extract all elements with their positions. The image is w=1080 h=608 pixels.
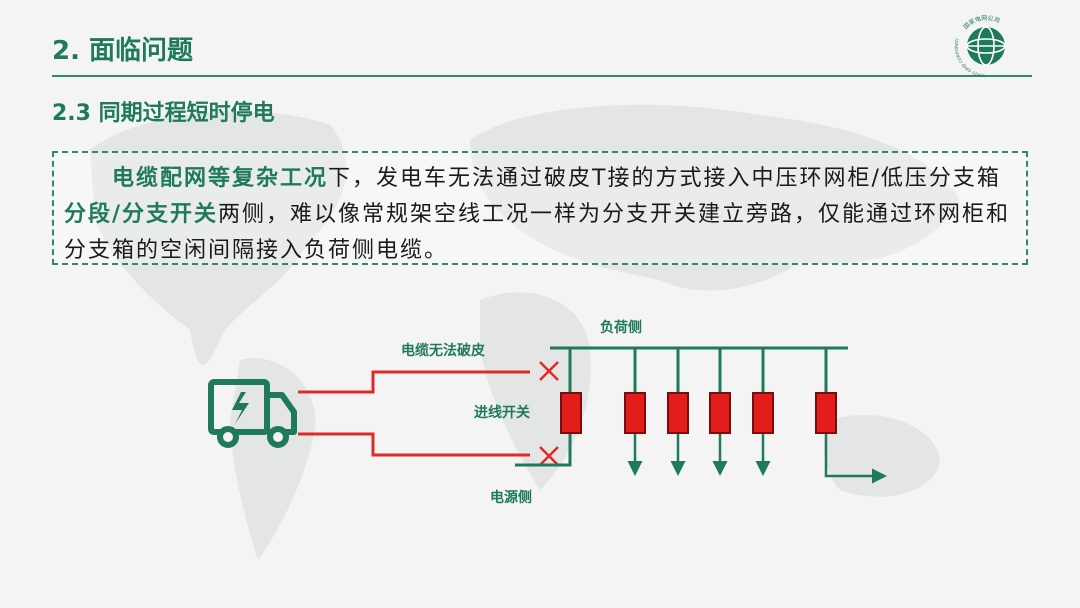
incoming-switch: [560, 392, 582, 434]
connection-diagram: 负荷侧 电缆无法破皮 进线开关 电源侧: [208, 319, 887, 506]
description-box: 电缆配网等复杂工况下，发电车无法通过破皮T接的方式接入中压环网柜/低压分支箱分段…: [52, 151, 1028, 265]
branch-switch-1: [624, 392, 646, 434]
no-tap-mark-bottom: [539, 446, 559, 466]
branch-switch-4: [752, 392, 774, 434]
highlight-complex-conditions: 电缆配网等复杂工况: [112, 166, 329, 191]
highlight-switches: 分段/分支开关: [64, 202, 219, 227]
branch-switch-5: [815, 392, 837, 434]
page-title: 2. 面临问题: [52, 36, 194, 66]
generator-truck-icon: [208, 379, 297, 448]
title-divider: [52, 75, 1032, 77]
branch-switch-2: [667, 392, 689, 434]
label-source-side: 电源侧: [490, 489, 532, 506]
paragraph-text-1: 下，发电车无法通过破皮T接的方式接入中压环网柜/低压分支箱: [328, 166, 1001, 191]
label-load-side: 负荷侧: [600, 319, 642, 336]
no-tap-mark-top: [539, 361, 559, 381]
branch-switch-3: [709, 392, 731, 434]
label-cable-unable-strip: 电缆无法破皮: [401, 342, 485, 359]
section-subtitle: 2.3 同期过程短时停电: [52, 101, 275, 126]
state-grid-logo: 国家电网公司 STATE GRID CORPORATION OF CHINA: [948, 6, 1022, 82]
paragraph-text-2: 两侧，难以像常规架空线工况一样为分支开关建立旁路，仅能通过环网柜和分支箱的空闲间…: [64, 202, 1011, 263]
description-paragraph: 电缆配网等复杂工况下，发电车无法通过破皮T接的方式接入中压环网柜/低压分支箱分段…: [64, 161, 1012, 269]
label-incoming-switch: 进线开关: [474, 404, 530, 421]
